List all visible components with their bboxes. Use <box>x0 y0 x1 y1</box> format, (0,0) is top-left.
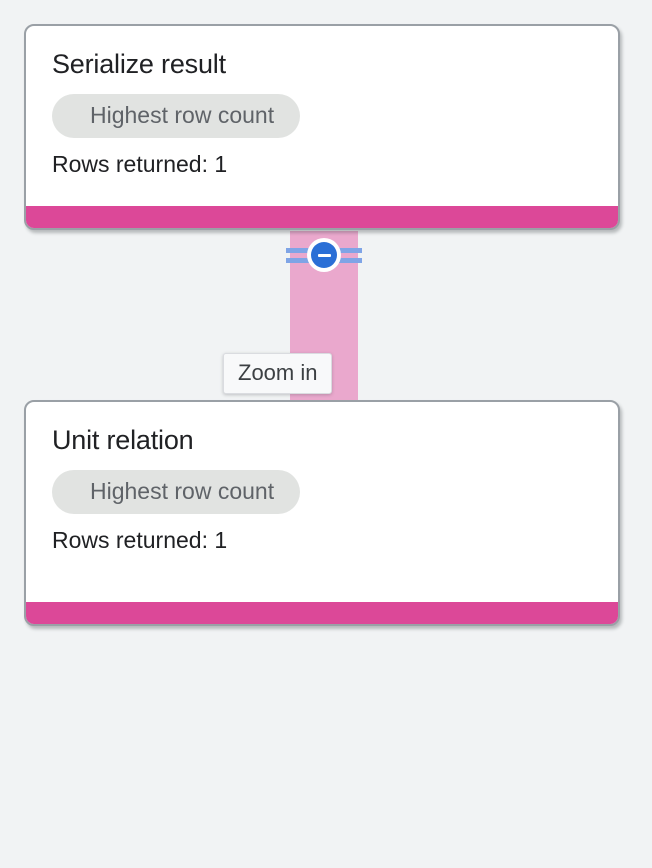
node-chip-highest-row-count[interactable]: Highest row count <box>52 94 301 138</box>
edge-rail-left-icon <box>286 240 312 270</box>
edge-rail-right-icon <box>336 240 362 270</box>
node-card-serialize-result[interactable]: Serialize result Highest row count Rows … <box>24 24 620 230</box>
node-rows-returned: Rows returned: 1 <box>52 151 228 177</box>
node-card-body: Serialize result Highest row count Rows … <box>26 26 618 178</box>
edge-rail-line <box>286 257 312 263</box>
node-rows-returned: Rows returned: 1 <box>52 527 228 553</box>
edge-rail-line <box>336 247 362 253</box>
edge-rail-line <box>336 257 362 263</box>
node-card-unit-relation[interactable]: Unit relation Highest row count Rows ret… <box>24 400 620 626</box>
node-title: Serialize result <box>52 49 226 79</box>
node-status-bar <box>26 602 618 624</box>
node-status-bar <box>26 206 618 228</box>
tooltip-zoom-in: Zoom in <box>223 353 333 394</box>
node-card-body: Unit relation Highest row count Rows ret… <box>26 402 618 554</box>
minus-circle-icon[interactable] <box>307 238 341 272</box>
edge-rail-line <box>286 247 312 253</box>
node-chip-highest-row-count[interactable]: Highest row count <box>52 470 301 514</box>
node-title: Unit relation <box>52 425 194 455</box>
edge-control-group[interactable] <box>286 238 362 272</box>
minus-circle-disc <box>311 242 337 268</box>
minus-glyph <box>317 253 331 257</box>
